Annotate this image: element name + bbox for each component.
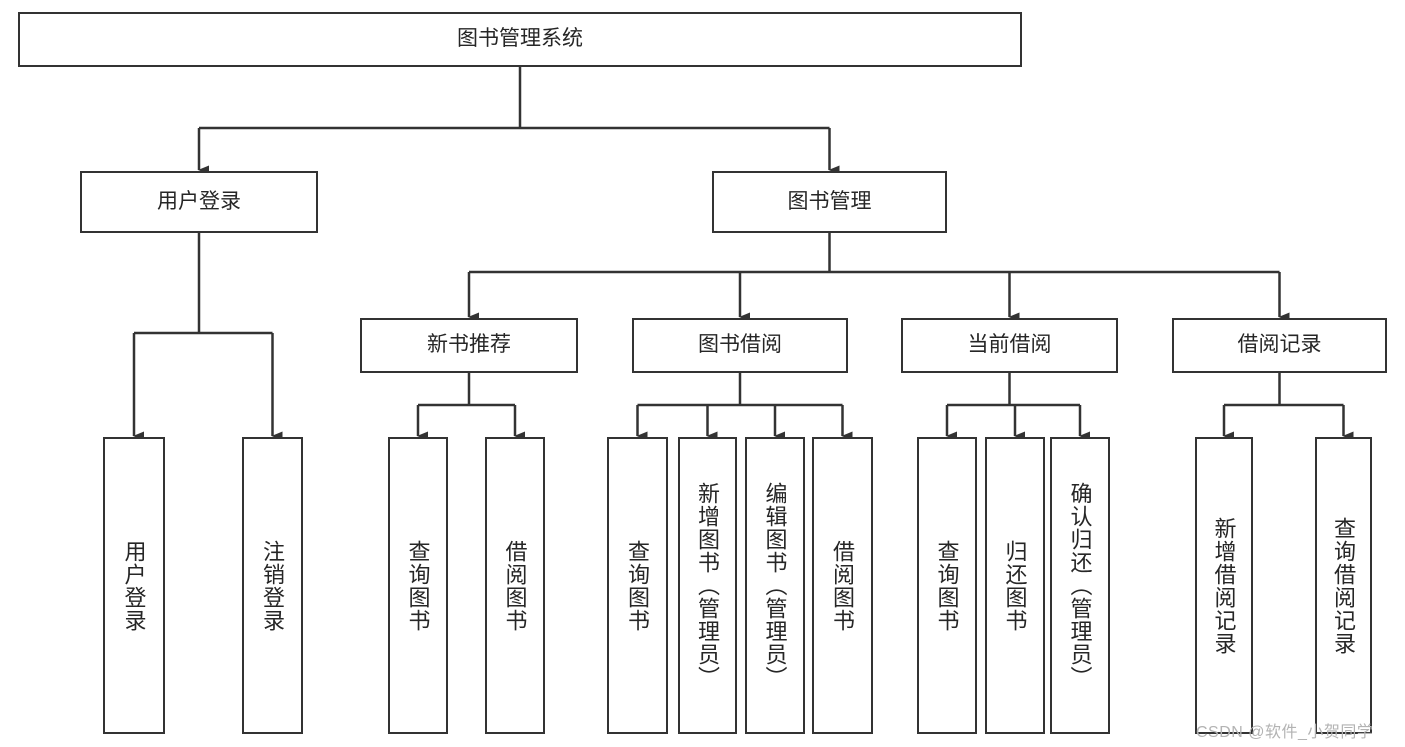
node-leaf-add-record[interactable]: 新增借阅记录	[1195, 437, 1253, 734]
node-leaf-confirm-return[interactable]: 确认归还（管理员）	[1050, 437, 1110, 734]
node-leaf-borrow-book-1[interactable]: 借阅图书	[485, 437, 545, 734]
node-label: 归还图书	[1002, 539, 1028, 632]
node-label: 确认归还（管理员）	[1067, 482, 1093, 689]
node-label: 图书管理	[787, 189, 872, 213]
node-label: 查询图书	[405, 539, 431, 632]
node-leaf-query-book-2[interactable]: 查询图书	[607, 437, 668, 734]
node-label: 用户登录	[121, 539, 147, 632]
node-user-login[interactable]: 用户登录	[80, 171, 318, 233]
node-leaf-add-book[interactable]: 新增图书（管理员）	[678, 437, 737, 734]
node-label: 查询图书	[934, 539, 960, 632]
node-leaf-borrow-book-2[interactable]: 借阅图书	[812, 437, 873, 734]
node-leaf-query-book-1[interactable]: 查询图书	[388, 437, 448, 734]
node-label: 新增借阅记录	[1211, 516, 1237, 655]
node-book-borrow[interactable]: 图书借阅	[632, 318, 848, 373]
node-book-manage[interactable]: 图书管理	[712, 171, 947, 233]
node-new-book-rec[interactable]: 新书推荐	[360, 318, 578, 373]
node-label: 借阅记录	[1237, 333, 1322, 357]
node-leaf-query-record[interactable]: 查询借阅记录	[1315, 437, 1372, 734]
node-label: 借阅图书	[502, 539, 528, 632]
node-leaf-return-book[interactable]: 归还图书	[985, 437, 1045, 734]
node-label: 用户登录	[157, 189, 241, 213]
node-label: 查询图书	[625, 539, 651, 632]
node-label: 当前借阅	[967, 333, 1052, 357]
node-leaf-query-book-3[interactable]: 查询图书	[917, 437, 977, 734]
node-root[interactable]: 图书管理系统	[18, 12, 1022, 67]
node-borrow-record[interactable]: 借阅记录	[1172, 318, 1387, 373]
node-label: 查询借阅记录	[1331, 516, 1357, 655]
node-label: 新增图书（管理员）	[695, 482, 721, 689]
node-label: 借阅图书	[830, 539, 856, 632]
node-leaf-logout[interactable]: 注销登录	[242, 437, 303, 734]
node-label: 编辑图书（管理员）	[762, 482, 788, 689]
node-current-borrow[interactable]: 当前借阅	[901, 318, 1118, 373]
node-leaf-user-login[interactable]: 用户登录	[103, 437, 165, 734]
node-label: 图书管理系统	[457, 27, 583, 51]
node-label: 图书借阅	[698, 333, 782, 357]
node-label: 注销登录	[260, 539, 286, 632]
watermark-label: CSDN @软件_小贺同学	[1196, 724, 1374, 741]
node-label: 新书推荐	[427, 333, 511, 357]
node-leaf-edit-book[interactable]: 编辑图书（管理员）	[745, 437, 805, 734]
